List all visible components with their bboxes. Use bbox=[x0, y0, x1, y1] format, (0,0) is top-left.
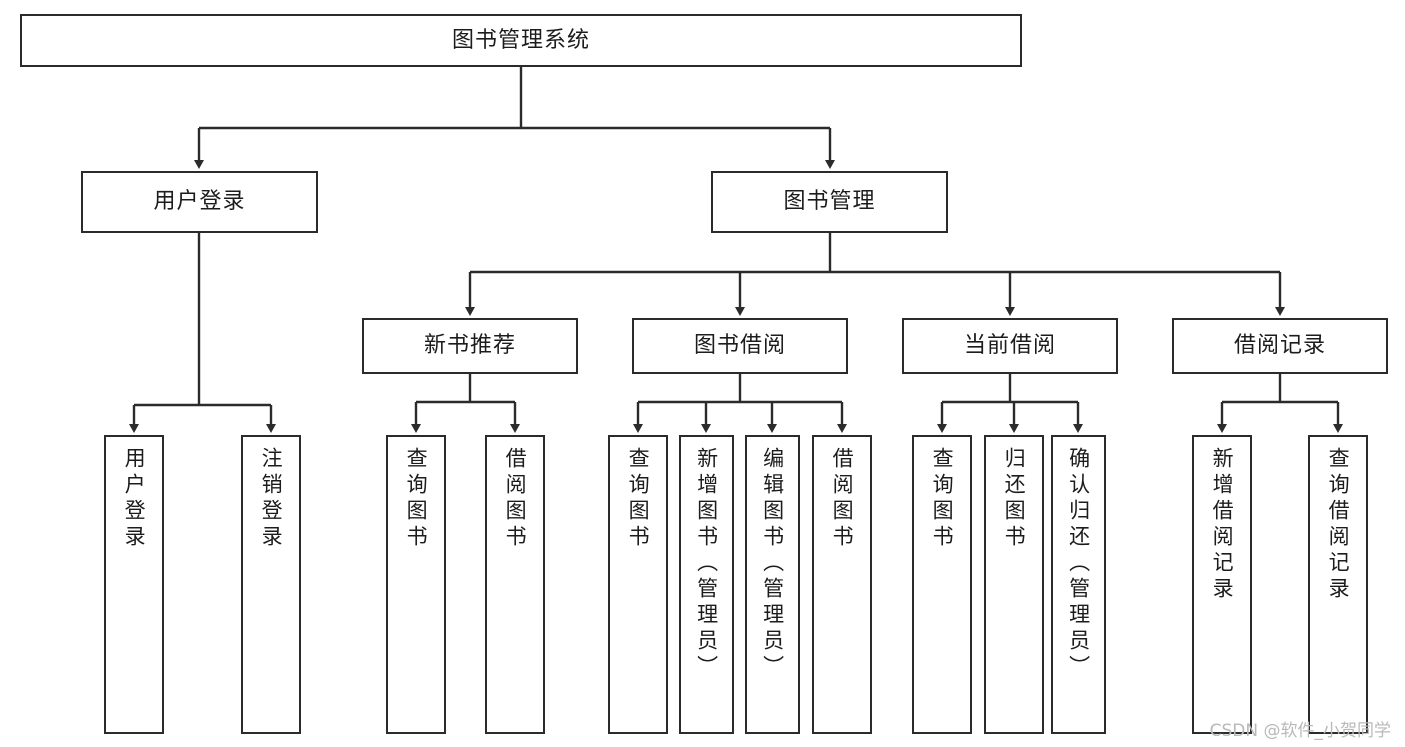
node-current-borrow-label: 当前借阅 bbox=[963, 333, 1056, 359]
node-leaf-rec-borrow-book[interactable]: 借阅图书 bbox=[485, 435, 545, 734]
node-leaf-user-login[interactable]: 用户登录 bbox=[104, 435, 164, 734]
node-leaf-bb-add-book-label: 新增图书（管理员） bbox=[694, 447, 719, 681]
node-book-manage-label: 图书管理 bbox=[783, 189, 876, 215]
node-leaf-bb-edit-book-label: 编辑图书（管理员） bbox=[760, 447, 785, 681]
node-root-label: 图书管理系统 bbox=[451, 27, 590, 53]
node-leaf-bb-add-book[interactable]: 新增图书（管理员） bbox=[679, 435, 734, 734]
node-leaf-cb-query-book-label: 查询图书 bbox=[930, 447, 955, 551]
node-book-borrow[interactable]: 图书借阅 bbox=[632, 318, 848, 374]
node-leaf-rec-query-book-label: 查询图书 bbox=[404, 447, 429, 551]
node-leaf-cb-query-book[interactable]: 查询图书 bbox=[912, 435, 972, 734]
node-leaf-user-login-label: 用户登录 bbox=[122, 447, 147, 551]
node-root[interactable]: 图书管理系统 bbox=[20, 14, 1022, 67]
node-leaf-bb-borrow-book[interactable]: 借阅图书 bbox=[812, 435, 872, 734]
node-leaf-cb-confirm-return[interactable]: 确认归还（管理员） bbox=[1051, 435, 1106, 734]
node-leaf-br-add-record[interactable]: 新增借阅记录 bbox=[1192, 435, 1252, 734]
node-leaf-rec-query-book[interactable]: 查询图书 bbox=[386, 435, 446, 734]
node-leaf-user-logout[interactable]: 注销登录 bbox=[241, 435, 301, 734]
node-leaf-br-query-record[interactable]: 查询借阅记录 bbox=[1308, 435, 1368, 734]
node-leaf-bb-borrow-book-label: 借阅图书 bbox=[830, 447, 855, 551]
node-user-login[interactable]: 用户登录 bbox=[81, 171, 318, 233]
node-leaf-bb-query-book-label: 查询图书 bbox=[626, 447, 651, 551]
node-leaf-cb-return-book-label: 归还图书 bbox=[1002, 447, 1027, 551]
node-leaf-cb-return-book[interactable]: 归还图书 bbox=[984, 435, 1044, 734]
watermark-text: CSDN @软件_小贺同学 bbox=[1209, 721, 1391, 741]
node-borrow-record[interactable]: 借阅记录 bbox=[1172, 318, 1388, 374]
node-book-borrow-label: 图书借阅 bbox=[693, 333, 786, 359]
node-new-book-rec[interactable]: 新书推荐 bbox=[362, 318, 578, 374]
node-leaf-rec-borrow-book-label: 借阅图书 bbox=[503, 447, 528, 551]
node-new-book-rec-label: 新书推荐 bbox=[423, 333, 516, 359]
node-leaf-cb-confirm-return-label: 确认归还（管理员） bbox=[1066, 447, 1091, 681]
node-leaf-user-logout-label: 注销登录 bbox=[259, 447, 284, 551]
node-leaf-br-add-record-label: 新增借阅记录 bbox=[1210, 447, 1235, 603]
node-leaf-bb-edit-book[interactable]: 编辑图书（管理员） bbox=[745, 435, 800, 734]
node-leaf-br-query-record-label: 查询借阅记录 bbox=[1326, 447, 1351, 603]
node-borrow-record-label: 借阅记录 bbox=[1233, 333, 1326, 359]
node-user-login-label: 用户登录 bbox=[153, 189, 246, 215]
node-leaf-bb-query-book[interactable]: 查询图书 bbox=[608, 435, 668, 734]
node-book-manage[interactable]: 图书管理 bbox=[711, 171, 948, 233]
node-current-borrow[interactable]: 当前借阅 bbox=[902, 318, 1118, 374]
